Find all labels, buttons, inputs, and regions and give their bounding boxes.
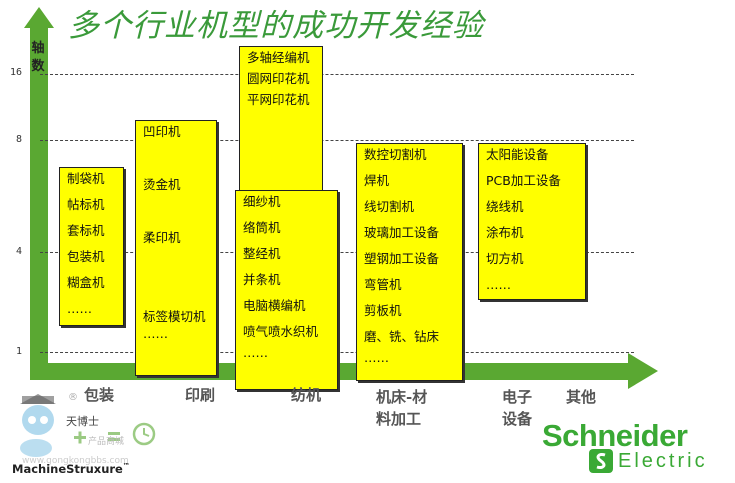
category-label-textile: 纺机	[291, 386, 322, 404]
list-item: 线切割机	[364, 199, 415, 214]
category-label-line: 设备	[502, 410, 533, 428]
list-item: 细纱机	[243, 194, 281, 209]
x-axis-arrow	[30, 353, 658, 389]
list-item: 多轴经编机	[247, 50, 310, 65]
category-label-packaging: 包装	[84, 386, 115, 404]
page-title: 多个行业机型的成功开发经验	[68, 8, 484, 44]
list-item-more: ……	[364, 350, 389, 365]
category-label-machine-tool: 机床-材 料加工	[376, 386, 427, 430]
category-box-machine-tool: 数控切割机 焊机 线切割机 玻璃加工设备 塑钢加工设备 弯管机 剪板机 磨、铣、…	[356, 143, 463, 381]
list-item: 络筒机	[243, 220, 281, 235]
tick-label: 1	[15, 346, 22, 357]
list-item: 整经机	[243, 246, 281, 261]
list-item: 柔印机	[143, 230, 181, 245]
list-item: 烫金机	[143, 177, 181, 192]
watermark-store: 产品商城	[88, 437, 125, 447]
list-item: PCB加工设备	[486, 173, 561, 188]
category-label-line: 机床-材	[376, 388, 428, 406]
category-box-textile-top: 多轴经编机 圆网印花机 平网印花机	[239, 46, 323, 196]
list-item: 包装机	[67, 249, 105, 264]
tick-label: 8	[15, 134, 22, 145]
list-item: 太阳能设备	[486, 147, 549, 162]
tick-label: 16	[9, 67, 22, 78]
list-item: 玻璃加工设备	[364, 225, 440, 240]
brand-prefix: Machine	[12, 462, 67, 476]
list-item: 切方机	[486, 251, 524, 266]
registered-mark: ®	[68, 392, 78, 403]
list-item: 糊盒机	[67, 275, 105, 290]
list-item: 涂布机	[486, 225, 524, 240]
list-item-more: ……	[486, 277, 511, 292]
y-axis-arrow	[24, 7, 54, 372]
list-item: 凹印机	[143, 124, 181, 139]
gridline-16	[40, 74, 634, 75]
list-item-more: ……	[143, 326, 168, 341]
list-item: 弯管机	[364, 277, 402, 292]
clock-icon	[132, 422, 156, 446]
category-box-textile: 细纱机 络筒机 整经机 并条机 电脑横编机 喷气喷水织机 ……	[235, 190, 338, 390]
category-label-line: 电子	[502, 388, 533, 406]
brand-tm: ™	[122, 462, 130, 470]
category-box-electronics: 太阳能设备 PCB加工设备 绕线机 涂布机 切方机 ……	[478, 143, 586, 300]
list-item: 数控切割机	[364, 147, 427, 162]
equals-icon	[108, 432, 120, 441]
y-axis-label: 轴数	[31, 41, 45, 74]
category-label-printing: 印刷	[185, 386, 216, 404]
category-label-other: 其他	[566, 388, 597, 406]
watermark-doctor: 天博士	[66, 415, 99, 428]
schneider-logo-icon	[589, 449, 613, 473]
mascot-icon	[20, 394, 156, 457]
schneider-logo-sub: Electric	[618, 450, 708, 472]
list-item: 标签模切机	[143, 309, 206, 324]
list-item: 并条机	[243, 272, 281, 287]
schneider-logo-name: Schneider	[542, 418, 688, 453]
list-item: 制袋机	[67, 171, 105, 186]
list-item-more: ……	[243, 345, 268, 360]
brand-suffix: Struxure	[66, 462, 123, 476]
list-item: 平网印花机	[247, 92, 310, 107]
plus-icon	[74, 431, 86, 444]
machinestruxure-logo: MachineStruxure™	[12, 462, 130, 476]
list-item: 焊机	[364, 173, 390, 188]
list-item: 圆网印花机	[247, 71, 310, 86]
tick-label: 4	[15, 246, 22, 257]
category-box-printing: 凹印机 烫金机 柔印机 标签模切机 ……	[135, 120, 217, 376]
list-item: 塑钢加工设备	[364, 251, 440, 266]
list-item: 喷气喷水织机	[243, 324, 319, 339]
list-item-more: ……	[67, 301, 92, 316]
category-box-packaging: 制袋机 帖标机 套标机 包装机 糊盒机 ……	[59, 167, 124, 326]
watermark-url: www.gongkongbbs.com	[22, 456, 129, 466]
category-label-line: 料加工	[376, 410, 422, 428]
category-label-electronics: 电子 设备	[502, 386, 532, 430]
list-item: 绕线机	[486, 199, 524, 214]
list-item: 套标机	[67, 223, 105, 238]
list-item: 帖标机	[67, 197, 105, 212]
list-item: 电脑横编机	[243, 298, 306, 313]
gridline-8	[40, 140, 634, 141]
list-item: 剪板机	[364, 303, 402, 318]
list-item: 磨、铣、钻床	[364, 329, 440, 344]
